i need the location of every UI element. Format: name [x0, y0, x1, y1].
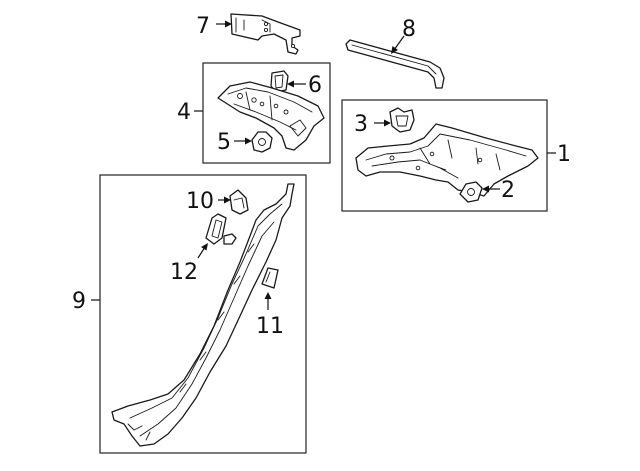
- part-8-strip: [345, 39, 445, 89]
- callout-6: 6: [308, 73, 322, 98]
- part-7-bracket: [230, 13, 301, 55]
- callout-3: 3: [354, 112, 368, 137]
- leader-12: [197, 246, 206, 259]
- part-12-fastener: [205, 213, 237, 245]
- callout-5: 5: [217, 130, 231, 155]
- callout-11: 11: [256, 314, 284, 339]
- part-5-cap: [251, 131, 273, 153]
- part-11-pad: [261, 267, 279, 289]
- callout-10: 10: [186, 189, 214, 214]
- callout-7: 7: [196, 14, 210, 39]
- part-6-clip: [270, 70, 289, 93]
- callout-8: 8: [402, 17, 416, 42]
- part-10-clip: [229, 189, 249, 215]
- part-9-pillar-trim: [111, 183, 295, 447]
- part-4-bracket-panel: [217, 81, 325, 151]
- callout-2: 2: [501, 178, 515, 203]
- callout-1: 1: [557, 142, 571, 167]
- part-2-cap: [459, 181, 483, 203]
- part-1-panel: [355, 123, 539, 197]
- callout-12: 12: [170, 260, 198, 285]
- callout-4: 4: [177, 100, 191, 125]
- part-3-clip: [389, 107, 415, 133]
- callout-9: 9: [72, 289, 86, 314]
- leader-8: [393, 35, 405, 51]
